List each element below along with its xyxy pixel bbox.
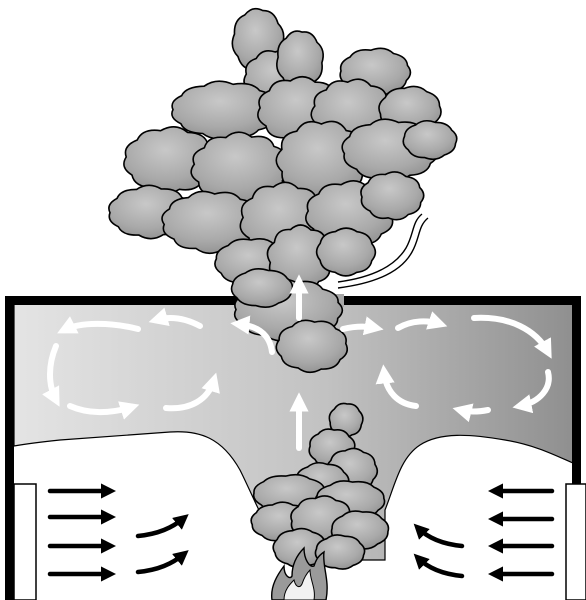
smoke-puff (361, 172, 424, 220)
smoke-puff (232, 269, 293, 307)
door-right (566, 484, 586, 600)
smoke-puff (403, 121, 457, 160)
smoke-puff (317, 228, 376, 276)
air-inflow-arrows-left (50, 491, 184, 574)
air-inflow-arrows-right (418, 491, 552, 576)
door-left (14, 484, 36, 600)
